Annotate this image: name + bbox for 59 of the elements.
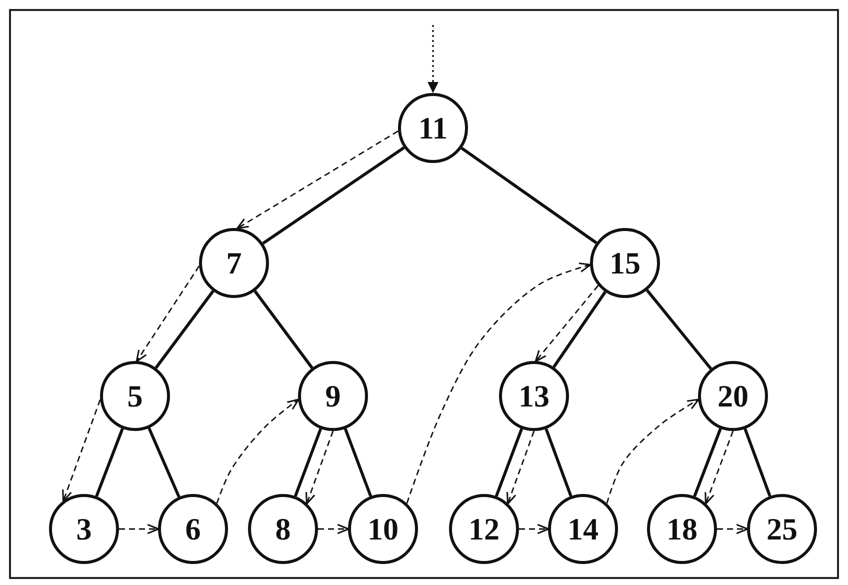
tree-edge-line [344,428,372,497]
tree-node-circle [248,494,318,564]
traversal-arrow [119,524,160,534]
tree-edge-line [552,291,606,368]
tree-edge-line [294,428,322,497]
tree-edge-line [693,428,722,497]
tree-node-circle [698,361,768,431]
node-value: 15 [610,248,640,278]
entry-arrow [428,25,438,93]
node-value: 3 [76,514,92,544]
tree-node-circle [49,494,119,564]
tree-node-circle [398,93,468,163]
traversal-arrow [318,524,350,534]
traversal-arrow [236,130,398,230]
traversal-arrow [216,398,300,504]
node-value: 10 [368,514,398,544]
traversal-arrow [136,266,200,362]
tree-edge-line [95,428,124,497]
traversal-arrow [62,399,101,502]
tree-edge-line [544,428,572,497]
traversal-arrow [717,524,748,534]
node-value: 5 [127,380,143,412]
node-value: 7 [226,248,242,278]
tree-node-circle [100,361,170,431]
tree-edge-line [646,289,712,370]
tree-edge-line [154,290,214,369]
traversal-arrow [406,262,592,504]
tree-node-circle [590,228,660,298]
node-value: 25 [766,514,798,544]
traversal-arrow [534,285,599,362]
node-value: 20 [718,380,748,412]
tree-edge-line [744,428,772,497]
traversal-arrow [506,430,535,505]
tree-edge-line [460,146,598,244]
tree-node-circle [348,494,418,564]
tree-node-circle [647,494,717,564]
node-value: 6 [185,514,201,544]
tree-edge-line [254,290,314,369]
tree-edge-line [262,146,405,245]
traversal-arrow [704,430,734,505]
node-value: 18 [666,514,698,544]
tree-edge-line [148,427,180,498]
node-value: 8 [275,514,291,544]
node-value: 14 [568,514,598,544]
tree-node-circle [548,494,618,564]
tree-edge-line [494,428,524,497]
tree-node-circle [199,228,269,298]
node-value: 9 [325,380,341,412]
tree-node-circle [449,494,519,564]
node-value: 11 [418,112,448,144]
tree-node-circle [499,361,569,431]
node-value: 13 [518,380,550,412]
traversal-arrow [306,430,334,505]
tree-node-circle [158,494,228,564]
tree-node-circle [747,494,817,564]
node-value: 12 [468,514,500,544]
traversal-arrow [519,524,550,534]
tree-node-circle [298,361,368,431]
traversal-arrow [606,398,700,504]
